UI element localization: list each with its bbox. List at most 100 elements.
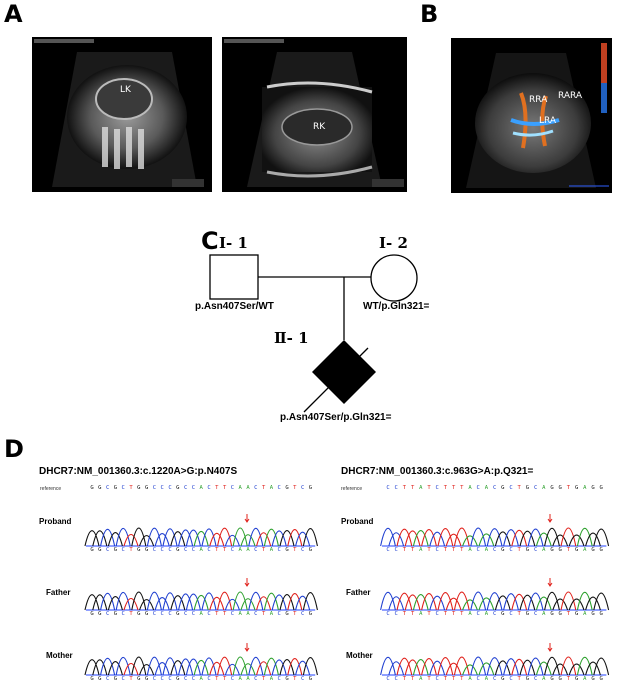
base-letter: G [574,547,579,553]
trace-peak [154,533,170,547]
base-letter: T [261,485,266,491]
trace-peak [478,533,495,547]
base-letter: T [410,676,415,682]
base-letter: T [460,547,464,553]
trace-peak [462,664,478,676]
base-letter: G [599,485,603,491]
right-reference-label: reference [341,486,363,492]
base-letter: C [277,547,281,553]
trace-peak [162,528,178,547]
trace-peak [503,658,519,676]
base-letter: C [394,547,398,553]
trace-peak [224,598,240,611]
trace-peak [123,533,139,547]
trace-peak [302,656,318,676]
base-letter: G [176,485,180,491]
base-letter: G [144,676,149,682]
trace-peak [576,591,593,611]
base-letter: A [246,485,250,491]
base-letter: T [293,485,297,491]
base-letter: C [492,485,497,491]
trace-peak [486,657,503,676]
trace-peak [115,656,131,676]
trace-peak [84,659,100,676]
trace-peak [388,532,405,547]
base-letter: A [419,611,423,617]
trace-peak [568,534,585,547]
father-symbol [209,254,259,300]
trace-peak [92,530,108,547]
base-letter: C [476,485,480,491]
base-letter: T [443,611,448,617]
trace-peak [287,528,303,547]
trace-peak [437,656,454,676]
base-letter: C [183,676,188,682]
trace-peak [201,528,217,547]
trace-peak [302,591,318,611]
trace-peak [263,592,279,611]
trace-peak [162,592,178,611]
base-letter: G [550,485,554,491]
base-letter: C [207,611,211,617]
trace-peak [170,660,186,676]
base-letter: A [246,611,250,617]
base-letter: G [113,676,118,682]
base-letter: C [492,611,497,617]
trace-peak [445,533,462,547]
trace-peak [302,527,318,547]
trace-peak [404,594,421,611]
trace-peak [217,656,233,676]
trace-peak [429,595,446,611]
trace-peak [295,595,311,611]
trace-peak [162,657,178,676]
base-letter: G [525,547,530,553]
trace-peak [494,531,511,547]
rara-label: RARA [558,91,583,101]
base-letter: C [386,611,390,617]
base-letter: T [293,547,297,553]
base-letter: T [215,547,219,553]
trace-peak [470,591,487,611]
base-letter: G [574,676,579,682]
base-letter: G [558,485,562,491]
right-variant-title: DHCR7:NM_001360.3:c.963G>A:p.Q321= [341,466,534,477]
variant-arrow [244,578,250,587]
trace-peak [511,658,528,676]
trace-peak [209,661,225,676]
trace-peak [178,593,194,611]
panel-letter-d: D [4,435,24,463]
left-mother-label: Mother [46,651,73,660]
base-letter: G [308,547,313,553]
trace-peak [209,532,225,547]
base-letter: G [599,547,603,553]
trace-peak [421,592,437,611]
base-letter: G [308,611,313,617]
base-letter: C [183,611,188,617]
ultrasound-left-kidney: LK [32,37,212,192]
trace-peak [178,529,194,547]
base-letter: A [542,485,546,491]
base-letter: G [176,676,180,682]
base-letter: T [460,611,464,617]
base-letter: C [183,547,188,553]
trace-peak [380,656,396,676]
base-letter: A [269,611,274,617]
trace-peak [170,531,186,547]
base-letter: C [168,676,172,682]
trace-peak [123,597,139,611]
trace-peak [154,662,170,676]
base-letter: G [113,611,118,617]
base-letter: G [525,611,530,617]
base-letter: A [468,485,472,491]
base-letter: C [160,676,164,682]
trace-peak [453,527,470,547]
base-letter: A [419,676,423,682]
base-letter: G [285,485,289,491]
base-letter: T [129,611,133,617]
trace-peak [412,529,429,547]
base-letter: C [509,547,513,553]
base-letter: C [105,676,110,682]
base-letter: T [517,547,521,553]
trace-peak [100,657,116,676]
